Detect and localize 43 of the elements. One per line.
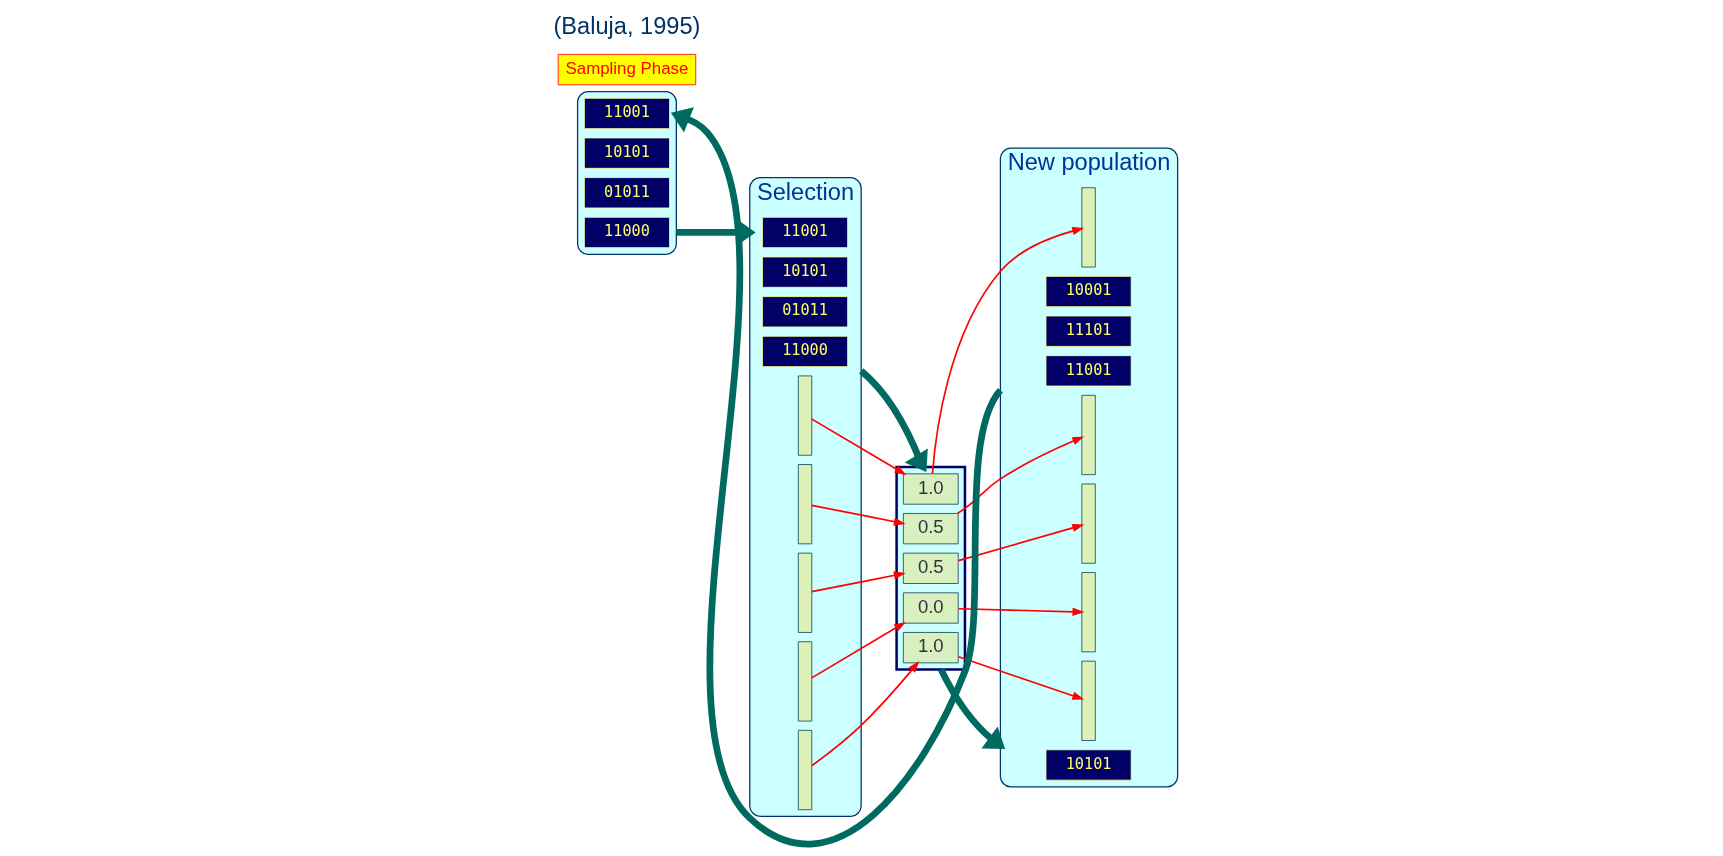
node-box: 01011 (761, 296, 848, 328)
node-box: 1.0 (902, 473, 959, 505)
node-box: 0.0 (902, 592, 959, 624)
arrow (956, 436, 1084, 515)
arrow (937, 668, 1005, 750)
arrow (957, 655, 1084, 700)
arrow (810, 621, 906, 679)
cluster (576, 90, 677, 256)
node-box: 1.0 (902, 632, 959, 664)
node-box: 11001 (761, 216, 848, 249)
node-box: 10101 (1045, 749, 1132, 781)
arrow (810, 660, 919, 767)
node-box: 10001 (1045, 275, 1132, 308)
node-box: 10101 (583, 137, 670, 169)
node-bar (797, 375, 812, 456)
node-box: 11101 (1045, 315, 1132, 347)
label: (Baluja, 1995) (552, 13, 700, 40)
node-bar (1080, 572, 1096, 653)
node-bar (797, 641, 812, 722)
arrow (810, 571, 906, 593)
arrow (810, 418, 906, 476)
node-box: 0.5 (902, 552, 959, 584)
arrow (810, 504, 906, 526)
node-bar (797, 729, 812, 811)
node-bar (1080, 187, 1096, 268)
node-bar (797, 552, 812, 633)
node-box: 11000 (583, 216, 670, 249)
node-box: 11001 (1045, 355, 1132, 387)
node-bar (1080, 394, 1096, 476)
node-bar (1080, 660, 1096, 741)
arrow (670, 107, 1003, 847)
node-box: 10101 (761, 256, 848, 288)
node-box: 01011 (583, 177, 670, 209)
node-box: Sampling Phase (557, 53, 696, 86)
node-box: 0.5 (902, 513, 959, 545)
arrow (858, 368, 928, 473)
arrow (957, 607, 1084, 616)
node-bar (1080, 483, 1096, 564)
node-box: 11000 (761, 335, 848, 368)
node-box: 11001 (583, 97, 670, 130)
arrow (931, 227, 1084, 475)
arrow (957, 523, 1084, 562)
node-bar (797, 464, 812, 545)
